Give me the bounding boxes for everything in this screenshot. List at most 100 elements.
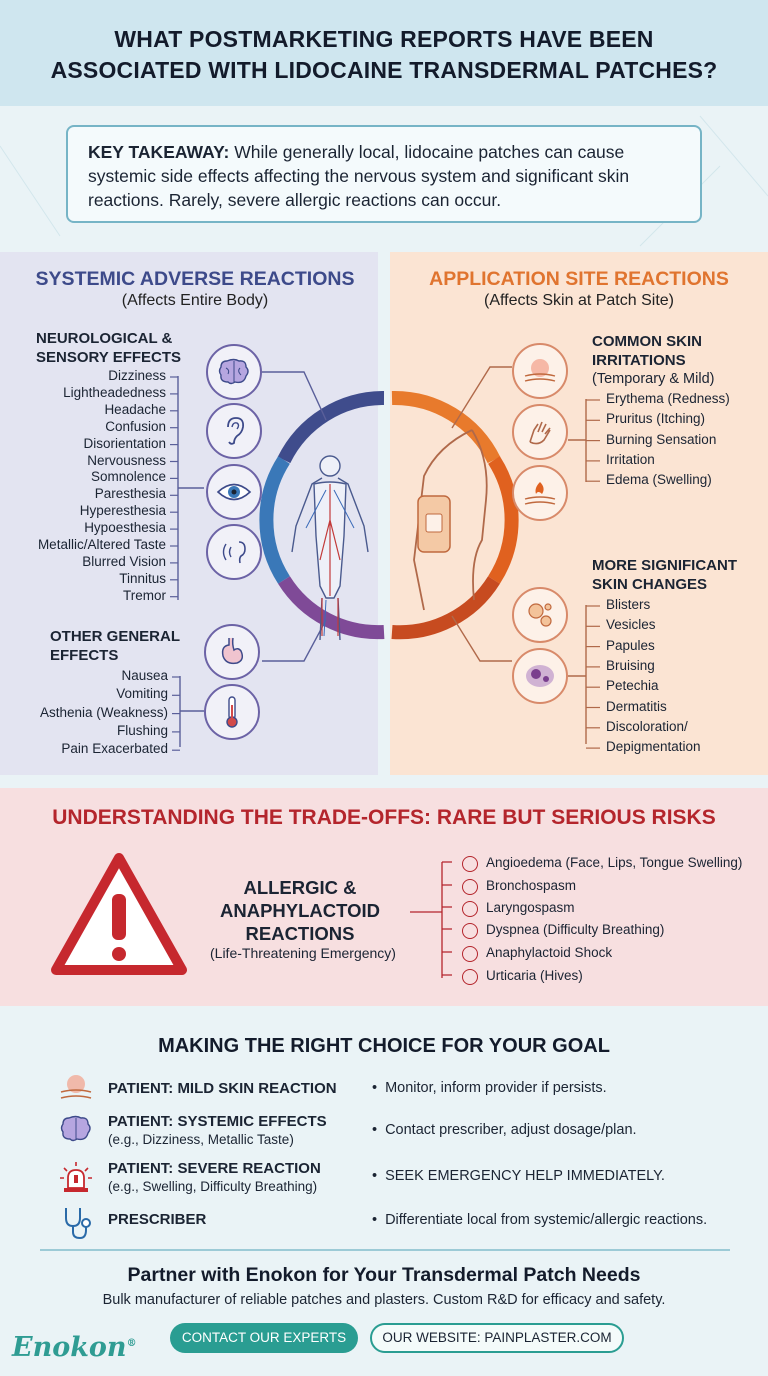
risk-item: Anaphylactoid Shock — [486, 945, 613, 960]
brain-icon — [206, 344, 262, 400]
partner-heading: Partner with Enokon for Your Transdermal… — [127, 1264, 641, 1286]
significant-skin-item: Blisters — [606, 597, 651, 612]
partner-subheading: Bulk manufacturer of reliable patches an… — [102, 1292, 666, 1308]
choice-heading: MAKING THE RIGHT CHOICE FOR YOUR GOAL — [158, 1035, 610, 1057]
choice-row-label: PATIENT: SYSTEMIC EFFECTS — [108, 1113, 327, 1130]
takeaway-label: KEY TAKEAWAY: — [88, 142, 230, 162]
common-heading-line2: IRRITATIONS — [592, 352, 686, 369]
general-heading-line1: OTHER GENERAL — [50, 628, 181, 645]
choice-row-label: PATIENT: MILD SKIN REACTION — [108, 1080, 337, 1097]
systemic-brain-icon — [60, 1115, 91, 1142]
neuro-effect-item: Lightheadedness — [63, 384, 166, 400]
neuro-effect-item: Hyperesthesia — [79, 503, 166, 519]
logo-registered-mark: ® — [126, 1338, 137, 1349]
emergency-siren-icon — [60, 1162, 92, 1192]
warning-triangle-icon — [51, 853, 187, 975]
neuro-effect-item: Headache — [104, 401, 166, 417]
general-heading-line2: EFFECTS — [50, 647, 119, 664]
burning-skin-icon — [512, 465, 568, 521]
thermometer-icon — [204, 684, 260, 740]
itching-hand-icon — [512, 404, 568, 460]
website-button[interactable]: OUR WEBSITE: PAINPLASTER.COM — [370, 1323, 624, 1353]
stomach-icon — [204, 624, 260, 680]
neuro-heading: NEUROLOGICAL & SENSORY EFFECTS — [36, 329, 181, 367]
significant-skin-heading: MORE SIGNIFICANT SKIN CHANGES — [592, 556, 737, 594]
choice-row-action: Monitor, inform provider if persists. — [372, 1080, 607, 1096]
significant-skin-item: Petechia — [606, 678, 659, 694]
general-effect-item: Pain Exacerbated — [61, 741, 168, 757]
enokon-logo[interactable]: Enokon® — [12, 1332, 137, 1363]
mild-skin-icon — [60, 1075, 92, 1099]
systemic-subheading: (Affects Entire Body) — [121, 292, 269, 309]
neuro-effect-item: Paresthesia — [94, 486, 166, 502]
risk-item-icon — [462, 879, 478, 895]
neuro-effect-item: Blurred Vision — [82, 553, 166, 569]
allergic-line2: ANAPHYLACTOID — [220, 900, 380, 921]
choice-row-sub: (e.g., Dizziness, Metallic Taste) — [108, 1132, 294, 1147]
significant-heading-line1: MORE SIGNIFICANT — [592, 557, 737, 574]
significant-skin-item: Depigmentation — [606, 739, 701, 755]
blisters-icon — [512, 587, 568, 643]
ear-icon — [206, 403, 262, 459]
allergic-subheading: (Life-Threatening Emergency) — [210, 945, 396, 961]
neuro-heading-line2: SENSORY EFFECTS — [36, 349, 182, 366]
common-skin-item: Pruritus (Itching) — [606, 411, 706, 427]
neuro-effect-item: Metallic/Altered Taste — [37, 537, 166, 552]
page-title-line2: ASSOCIATED WITH LIDOCAINE TRANSDERMAL PA… — [50, 57, 718, 83]
common-list: Erythema (Redness)Pruritus (Itching)Burn… — [606, 391, 766, 491]
neuro-effect-item: Dizziness — [108, 368, 166, 383]
takeaway-text: While generally local, lidocaine patches… — [88, 142, 630, 210]
contact-experts-button[interactable]: CONTACT OUR EXPERTS — [170, 1323, 358, 1353]
risk-item: Dyspnea (Difficulty Breathing) — [486, 922, 665, 937]
common-skin-heading: COMMON SKIN IRRITATIONS (Temporary & Mil… — [592, 332, 714, 389]
key-takeaway-box: KEY TAKEAWAY: While generally local, lid… — [66, 125, 702, 223]
choice-row-label: PATIENT: SEVERE REACTION — [108, 1160, 321, 1177]
common-heading-line1: COMMON SKIN — [592, 333, 702, 350]
neuro-effect-item: Confusion — [105, 418, 166, 434]
choice-row-sub: (e.g., Swelling, Difficulty Breathing) — [108, 1179, 318, 1194]
neuro-heading-line1: NEUROLOGICAL & — [36, 330, 173, 347]
neuro-effect-item: Somnolence — [90, 469, 166, 485]
risk-item-icon — [462, 946, 478, 962]
risk-item-icon — [462, 923, 478, 939]
general-heading: OTHER GENERAL EFFECTS — [50, 627, 180, 665]
neuro-effect-item: Tremor — [123, 587, 166, 603]
common-skin-item: Burning Sensation — [606, 431, 717, 447]
divider — [40, 1249, 730, 1251]
sound-icon — [206, 524, 262, 580]
general-effect-item: Nausea — [121, 668, 168, 683]
risk-item-icon — [462, 856, 478, 872]
application-heading: APPLICATION SITE REACTIONS — [429, 268, 729, 290]
neuro-effect-item: Tinnitus — [119, 570, 166, 586]
significant-skin-item: Dermatitis — [606, 698, 667, 714]
choice-row-action: Differentiate local from systemic/allerg… — [372, 1212, 707, 1228]
significant-skin-item: Discoloration/ — [606, 718, 688, 734]
choice-row-action: Contact prescriber, adjust dosage/plan. — [372, 1122, 636, 1138]
common-heading-line3: (Temporary & Mild) — [592, 371, 715, 387]
risks-heading: UNDERSTANDING THE TRADE-OFFS: RARE BUT S… — [52, 806, 716, 829]
risk-item-icon — [462, 901, 478, 917]
application-subheading: (Affects Skin at Patch Site) — [483, 292, 674, 309]
risk-item: Angioedema (Face, Lips, Tongue Swelling) — [486, 855, 743, 870]
significant-heading-line2: SKIN CHANGES — [592, 576, 708, 593]
common-skin-item: Edema (Swelling) — [606, 472, 712, 488]
panel-diagram — [170, 366, 600, 751]
title-band — [0, 0, 768, 106]
stethoscope-icon — [65, 1208, 91, 1240]
choice-row-action: SEEK EMERGENCY HELP IMMEDIATELY. — [372, 1168, 665, 1184]
risk-item: Bronchospasm — [486, 878, 577, 893]
significant-skin-item: Vesicles — [606, 617, 656, 633]
eye-icon — [206, 464, 262, 520]
systemic-heading: SYSTEMIC ADVERSE REACTIONS — [35, 268, 355, 290]
allergic-line1: ALLERGIC & — [243, 877, 357, 898]
page-title: WHAT POSTMARKETING REPORTS HAVE BEEN ASS… — [0, 24, 768, 86]
skin-redness-icon — [512, 343, 568, 399]
allergic-line3: REACTIONS — [245, 923, 355, 944]
page-title-line1: WHAT POSTMARKETING REPORTS HAVE BEEN — [114, 26, 654, 52]
allergic-heading: ALLERGIC & ANAPHYLACTOID REACTIONS — [200, 876, 400, 945]
risk-item-icon — [462, 969, 478, 985]
logo-text: Enokon — [12, 1332, 127, 1363]
